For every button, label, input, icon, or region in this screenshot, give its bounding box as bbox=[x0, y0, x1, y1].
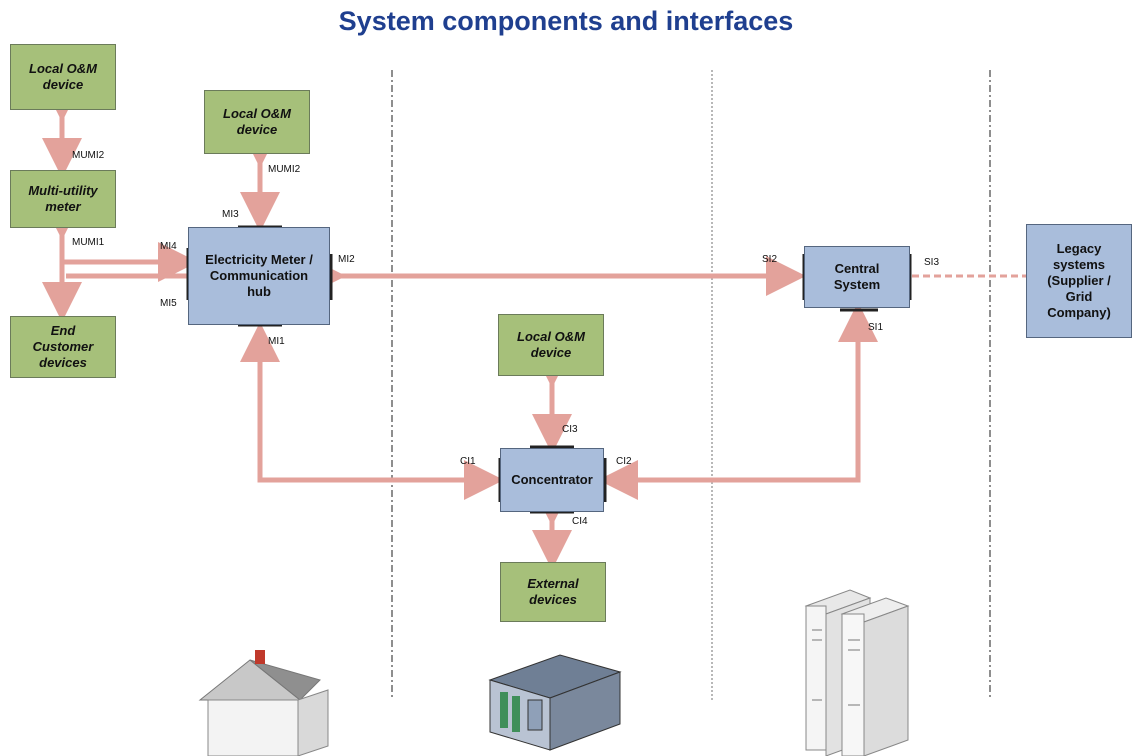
local-om-device-meter-box: Local O&M device bbox=[204, 90, 310, 154]
label-mi5: MI5 bbox=[160, 298, 177, 309]
end-customer-devices-box: End Customer devices bbox=[10, 316, 116, 378]
local-om-device-concentrator-label: Local O&M device bbox=[517, 329, 585, 360]
label-si3: SI3 bbox=[924, 257, 940, 268]
label-mi3: MI3 bbox=[222, 209, 239, 220]
label-mi2: MI2 bbox=[338, 254, 355, 265]
label-mumi2-top: MUMI2 bbox=[268, 164, 301, 175]
connector-mi1-ci1 bbox=[257, 334, 504, 500]
label-mi1: MI1 bbox=[268, 336, 285, 347]
local-om-device-meter-label: Local O&M device bbox=[223, 106, 291, 137]
label-mi4: MI4 bbox=[160, 241, 177, 252]
electricity-meter-hub-label: Electricity Meter / Communication hub bbox=[205, 252, 313, 299]
central-system-box: Central System bbox=[804, 246, 910, 308]
external-devices-box: External devices bbox=[500, 562, 606, 622]
end-customer-devices-label: End Customer devices bbox=[32, 323, 94, 370]
server-rack-icon bbox=[804, 589, 910, 756]
local-om-device-concentrator-box: Local O&M device bbox=[498, 314, 604, 376]
label-ci1: CI1 bbox=[460, 456, 476, 467]
label-mumi2-left: MUMI2 bbox=[72, 150, 105, 161]
label-ci4: CI4 bbox=[572, 516, 588, 527]
legacy-systems-label: Legacy systems (Supplier / Grid Company) bbox=[1047, 241, 1111, 320]
local-om-device-left-box: Local O&M device bbox=[10, 44, 116, 110]
legacy-systems-box: Legacy systems (Supplier / Grid Company) bbox=[1026, 224, 1132, 338]
label-ci3: CI3 bbox=[562, 424, 578, 435]
label-si2: SI2 bbox=[762, 254, 778, 265]
central-system-label: Central System bbox=[833, 261, 881, 292]
label-si1: SI1 bbox=[868, 322, 884, 333]
concentrator-box: Concentrator bbox=[500, 448, 604, 512]
multi-utility-meter-box: Multi-utility meter bbox=[10, 170, 116, 228]
multi-utility-meter-label: Multi-utility meter bbox=[28, 183, 98, 214]
connector-si1-ci2 bbox=[598, 316, 861, 500]
external-devices-label: External devices bbox=[527, 576, 579, 607]
house-icon bbox=[198, 650, 329, 756]
label-ci2: CI2 bbox=[616, 456, 632, 467]
local-om-device-left-label: Local O&M device bbox=[29, 61, 97, 92]
diagram-title: System components and interfaces bbox=[338, 6, 794, 36]
concentrator-device-icon bbox=[488, 654, 622, 751]
concentrator-label: Concentrator bbox=[511, 472, 593, 487]
electricity-meter-hub-box: Electricity Meter / Communication hub bbox=[188, 227, 330, 325]
label-mumi1: MUMI1 bbox=[72, 237, 105, 248]
